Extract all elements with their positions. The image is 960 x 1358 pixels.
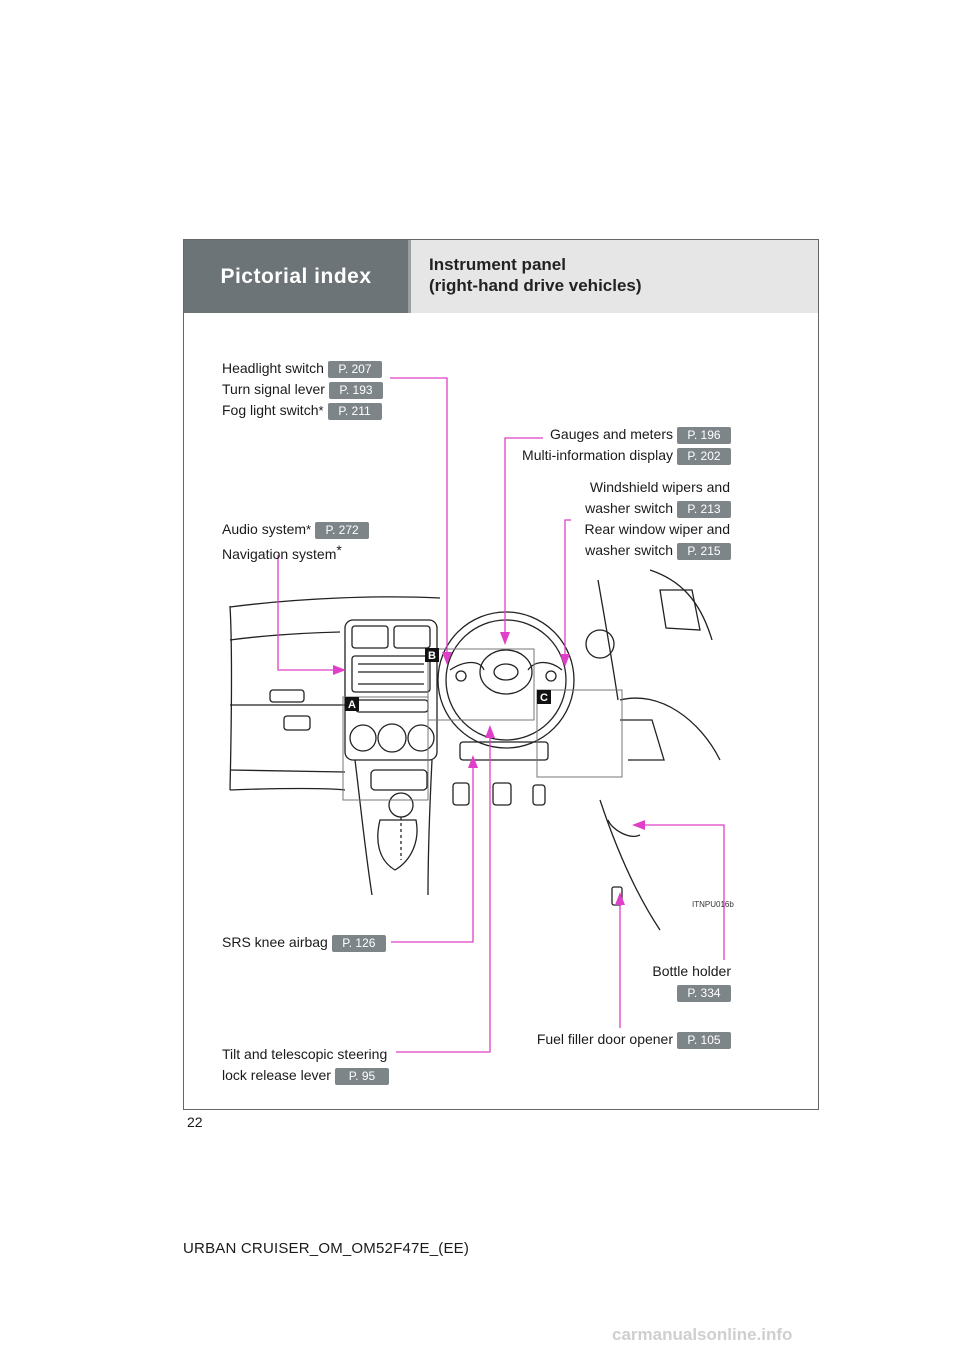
page-badge: P. 105 [677, 1031, 731, 1049]
detail-box-a [342, 696, 429, 801]
dashboard-drawing [229, 569, 721, 931]
leader-headlight [390, 377, 448, 655]
page-badge: P. 202 [677, 447, 731, 465]
page-badge: P. 126 [331, 934, 386, 952]
svg-text:A: A [348, 699, 356, 711]
section-title: Pictorial index [220, 264, 372, 288]
page-title-line2: (right-hand drive vehicles) [429, 276, 642, 295]
leader-gauges [504, 437, 543, 635]
leader-bottle [642, 824, 725, 960]
page-badge: P. 196 [677, 426, 731, 444]
section-header: Pictorial index [184, 240, 408, 313]
page-badge: P. 207 [327, 360, 382, 378]
callout-tilt-line1: Tilt and telescopic steering [222, 1046, 388, 1062]
page-frame [183, 239, 819, 1110]
callout-bottle-holder-page: P. 334 [673, 983, 731, 1002]
callout-bottle-holder: Bottle holder [652, 963, 731, 979]
page-badge: P. 193 [328, 381, 383, 399]
callout-navigation: Navigation system* [222, 542, 342, 562]
footer-doc-id: URBAN CRUISER_OM_OM52F47E_(EE) [183, 1240, 470, 1257]
page-badge: P. 334 [677, 984, 731, 1002]
detail-box-b [427, 648, 535, 721]
marker-b: B [425, 648, 439, 662]
marker-c: C [537, 690, 551, 704]
leader-lines [277, 377, 725, 1053]
callout-fog-light: Fog light switch*P. 211 [222, 401, 382, 420]
leader-tilt [396, 735, 491, 1053]
page-number: 22 [187, 1114, 203, 1130]
page-title-block: Instrument panel (right-hand drive vehic… [408, 240, 818, 313]
callout-audio: Audio system*P. 272 [222, 520, 370, 539]
page-badge: P. 213 [677, 500, 731, 518]
marker-a: A [345, 697, 359, 711]
detail-boxes [342, 648, 623, 801]
image-code: ITNPU016b [692, 900, 734, 909]
page-badge: P. 272 [315, 521, 370, 539]
callout-rear-wiper-line1: Rear window wiper and [584, 521, 730, 537]
svg-text:C: C [540, 692, 548, 704]
page-badge: P. 95 [334, 1067, 389, 1085]
leader-wipers [564, 519, 571, 657]
callout-wipers-line1: Windshield wipers and [589, 479, 730, 495]
detail-box-c [536, 689, 623, 778]
svg-text:B: B [428, 650, 436, 662]
leader-knee-airbag [391, 765, 474, 943]
leader-audio [277, 555, 336, 671]
page-title-line1: Instrument panel [429, 255, 566, 274]
page-badge: P. 211 [327, 402, 382, 420]
page-badge: P. 215 [677, 542, 731, 560]
leader-arrowheads [333, 632, 645, 905]
watermark: carmanualsonline.info [612, 1325, 793, 1344]
